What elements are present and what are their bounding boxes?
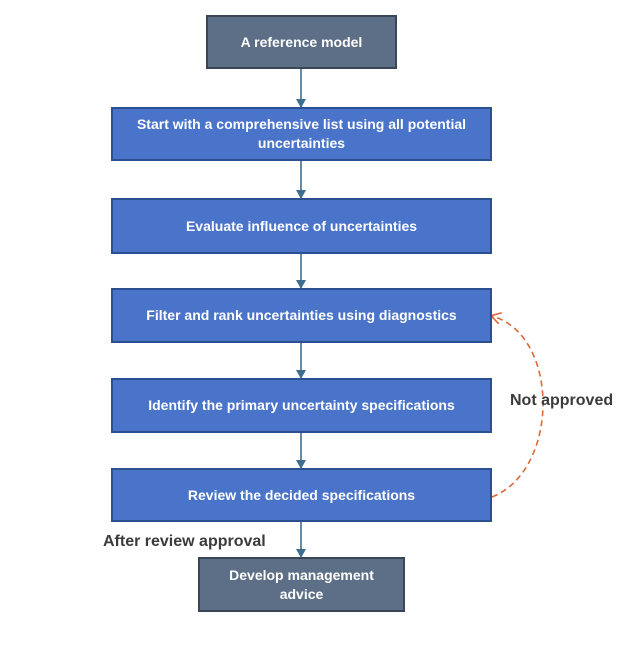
node-reference-model: A reference model <box>206 15 397 69</box>
node-management-advice: Develop management advice <box>198 557 405 612</box>
node-management-advice-label: Develop management advice <box>229 566 374 602</box>
node-filter-rank-label: Filter and rank uncertainties using diag… <box>146 307 457 323</box>
node-reference-model-label: A reference model <box>240 33 363 50</box>
node-comprehensive-list-label: Start with a comprehensive list using al… <box>136 116 467 151</box>
label-after-review-approval: After review approval <box>103 533 266 550</box>
label-not-approved: Not approved <box>510 392 614 409</box>
node-review-specifications: Review the decided specifications <box>111 468 492 522</box>
node-comprehensive-list: Start with a comprehensive list using al… <box>111 107 492 161</box>
node-evaluate-influence-label: Evaluate influence of uncertainties <box>185 217 418 234</box>
feedback-arrow-not-approved <box>492 316 544 498</box>
node-filter-rank: Filter and rank uncertainties using diag… <box>111 288 492 343</box>
node-evaluate-influence: Evaluate influence of uncertainties <box>111 198 492 254</box>
node-identify-primary: Identify the primary uncertainty specifi… <box>111 378 492 433</box>
node-review-specifications-label: Review the decided specifications <box>187 486 416 503</box>
node-identify-primary-label: Identify the primary uncertainty specifi… <box>148 397 455 413</box>
